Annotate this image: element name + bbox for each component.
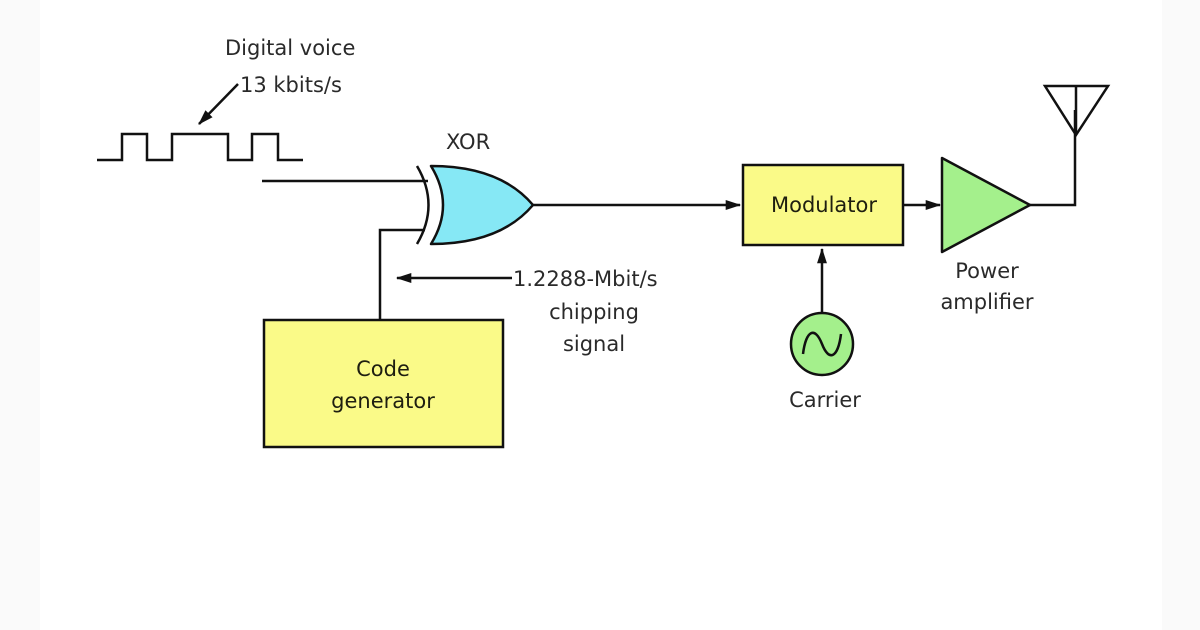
- digital-voice-pointer-arrow: [198, 83, 239, 125]
- digital-voice-label-line1: Digital voice: [225, 36, 355, 60]
- antenna-feed-line: [1030, 110, 1077, 207]
- carrier-sine-icon: [789, 311, 855, 377]
- modulator-label: Modulator: [771, 193, 877, 217]
- square-wave-icon: [97, 132, 303, 162]
- code-generator-block: Code generator: [262, 318, 505, 449]
- modulator-block: Modulator: [741, 163, 905, 247]
- antenna-icon: [1042, 84, 1111, 138]
- xor-gate-icon: [415, 164, 535, 246]
- digital-voice-label-line2: 13 kbits/s: [240, 73, 342, 97]
- carrier-label: Carrier: [789, 388, 861, 412]
- chipping-label-line1: 1.2288-Mbit/s: [513, 267, 658, 291]
- chipping-label-line2: chipping: [549, 300, 639, 324]
- power-amplifier-label-line2: amplifier: [940, 290, 1033, 314]
- left-margin-band: [0, 0, 40, 630]
- right-margin-band: [1162, 0, 1200, 630]
- power-amplifier-label-line1: Power: [955, 259, 1019, 283]
- code-generator-label-line2: generator: [331, 389, 435, 413]
- power-amplifier-icon: [940, 156, 1032, 254]
- code-generator-label-line1: Code: [356, 357, 410, 381]
- xor-label: XOR: [446, 130, 490, 154]
- chipping-input-line: [378, 228, 425, 320]
- chipping-label-line3: signal: [563, 332, 625, 356]
